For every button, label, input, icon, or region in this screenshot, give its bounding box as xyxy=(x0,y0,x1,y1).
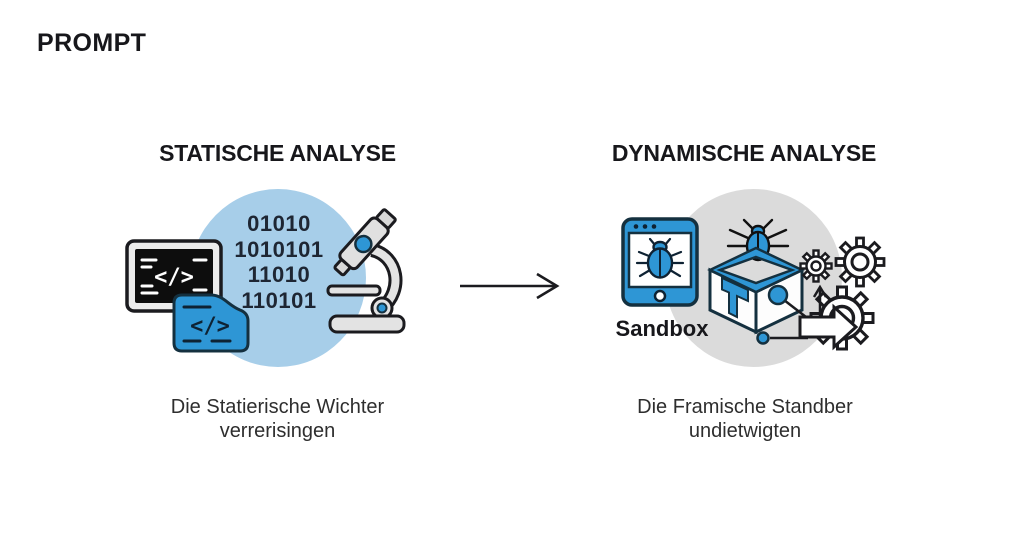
binary-line: 01010 xyxy=(247,211,311,236)
code-file-icon: </> xyxy=(172,293,250,353)
dynamic-analysis-caption: Die Framische Standber undietwigten xyxy=(590,395,900,443)
node-dot-large xyxy=(767,284,789,306)
binary-line: 1010101 xyxy=(234,236,324,262)
browser-dots xyxy=(633,224,657,229)
code-lines xyxy=(182,305,232,343)
binary-line: 11010 xyxy=(247,262,311,287)
tablet-bug-icon xyxy=(621,217,699,307)
gear-medium xyxy=(834,236,886,288)
home-button xyxy=(653,289,667,303)
microscope-icon xyxy=(326,208,406,334)
gear-small xyxy=(799,249,833,283)
caption-line: Die Statierische Wichter xyxy=(170,396,385,418)
caption-line: Die Framische Standber xyxy=(637,396,853,418)
box-tape xyxy=(721,276,749,319)
process-arrow-icon xyxy=(756,284,859,351)
file-code-glyph: </> xyxy=(190,314,230,339)
prompt-label: PROMPT xyxy=(37,29,147,57)
caption-line: verrerisingen xyxy=(219,420,336,442)
sandbox-label: Sandbox xyxy=(615,316,709,341)
static-analysis-title: STATISCHE ANALYSE xyxy=(159,140,396,166)
bug-icon xyxy=(635,237,685,279)
dynamic-analysis-title: DYNAMISCHE ANALYSE xyxy=(611,140,877,166)
static-analysis-caption: Die Statierische Wichter verrerisingen xyxy=(120,395,435,443)
binary-line: 110101 xyxy=(241,287,317,313)
binary-code-text: 01010 1010101 11010 110101 xyxy=(200,211,358,313)
microscope-tube xyxy=(333,208,397,277)
outline-arrow xyxy=(798,303,859,351)
terminal-code-glyph: </> xyxy=(154,265,194,290)
caption-line: undietwigten xyxy=(688,420,802,442)
code-lines xyxy=(140,258,208,295)
flow-arrow-icon xyxy=(460,272,560,300)
node-dot-small xyxy=(756,331,770,345)
